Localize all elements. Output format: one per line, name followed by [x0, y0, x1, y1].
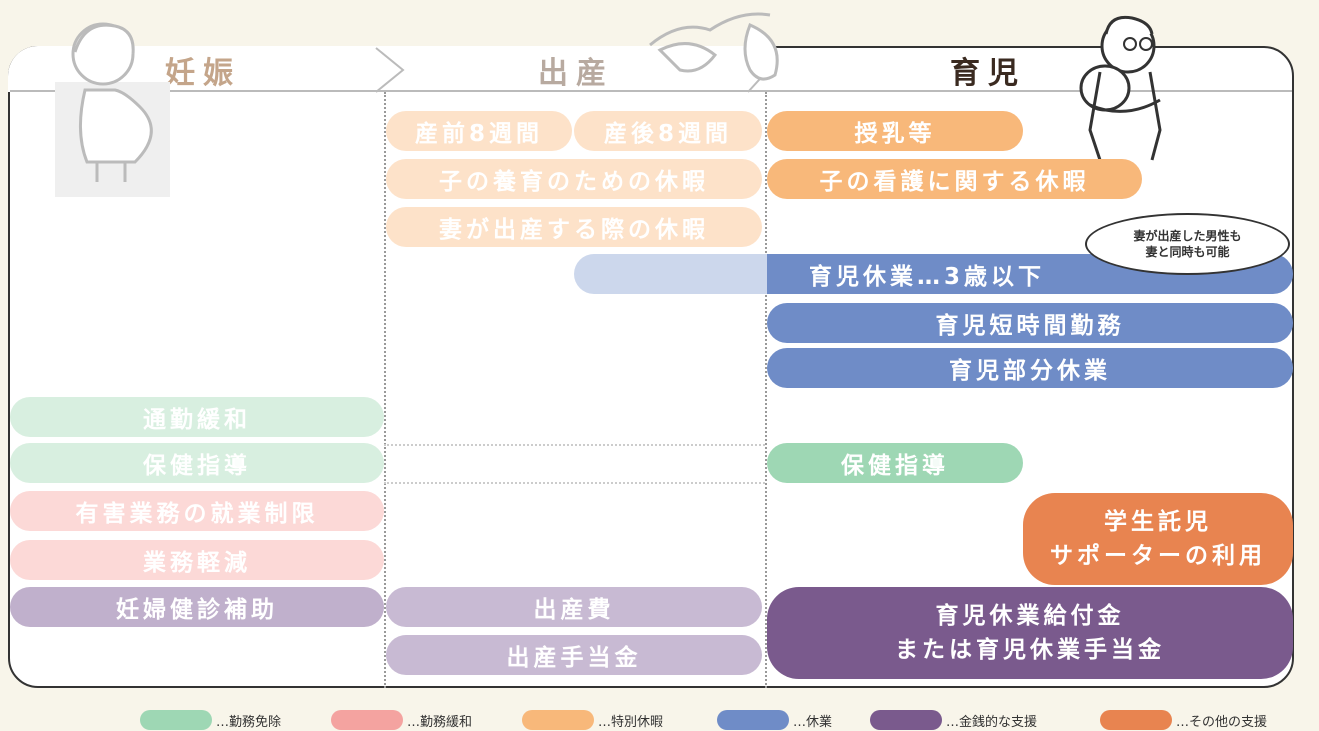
phase-birth: 出産: [538, 56, 614, 91]
row-divider-bottom: [384, 482, 765, 484]
pregnant-woman-icon: [55, 22, 170, 197]
phase-childcare: 育児: [950, 56, 1026, 91]
legend-swatch: [331, 710, 403, 730]
bar-partial-leave: 育児部分休業: [767, 348, 1293, 388]
legend-swatch: [140, 710, 212, 730]
legend-swatch: [717, 710, 789, 730]
father-with-baby-icon: [1079, 15, 1162, 161]
bar-checkup-subsidy: 妊婦健診補助: [10, 587, 384, 627]
phase-pregnancy: 妊娠: [165, 56, 241, 91]
bar-short-hours: 育児短時間勤務: [767, 303, 1293, 343]
bar-nursing: 授乳等: [767, 111, 1023, 151]
legend-swatch: [1100, 710, 1172, 730]
bar-leave-benefit: 育児休業給付金 または育児休業手当金: [767, 587, 1293, 679]
bar-hazard-restriction: 有害業務の就業制限: [10, 491, 384, 531]
leave-benefit-line-1: 育児休業給付金: [935, 603, 1125, 629]
bar-childcare-leave-faded: [574, 254, 770, 294]
bar-student-sitter: 学生託児 サポーターの利用: [1023, 493, 1293, 585]
bar-work-reduction: 業務軽減: [10, 540, 384, 580]
legend-relaxation: …勤務緩和: [331, 710, 472, 730]
stork-icon: [649, 12, 779, 81]
row-divider-top: [384, 444, 765, 446]
legend-label: …その他の支援: [1176, 714, 1268, 730]
leave-benefit-line-2: または育児休業手当金: [895, 637, 1165, 663]
legend-exemption: …勤務免除: [140, 710, 281, 730]
bar-postnatal: 産後8週間: [574, 111, 762, 151]
legend-leave: …休業: [717, 710, 832, 730]
legend-label: …勤務免除: [216, 714, 282, 730]
legend-special-leave: …特別休暇: [522, 710, 663, 730]
legend-label: …休業: [793, 714, 833, 730]
note-bubble: 妻が出産した男性も 妻と同時も可能: [1085, 213, 1290, 275]
note-line-2: 妻と同時も可能: [1145, 245, 1230, 259]
bar-child-nursing-leave: 子の看護に関する休暇: [767, 159, 1142, 199]
note-line-1: 妻が出産した男性も: [1133, 229, 1242, 243]
student-sitter-line-1: 学生託児: [1104, 509, 1212, 535]
legend-swatch: [870, 710, 942, 730]
bar-spouse-birth-leave: 妻が出産する際の休暇: [386, 207, 762, 247]
bar-child-rearing-leave: 子の養育のための休暇: [386, 159, 762, 199]
bar-health-guidance-childcare: 保健指導: [767, 443, 1023, 483]
legend-swatch: [522, 710, 594, 730]
legend-financial: …金銭的な支援: [870, 710, 1037, 730]
divider-childcare: [765, 92, 767, 688]
legend-label: …勤務緩和: [407, 714, 473, 730]
student-sitter-line-2: サポーターの利用: [1050, 543, 1266, 569]
legend-other: …その他の支援: [1100, 710, 1267, 730]
legend-label: …金銭的な支援: [946, 714, 1038, 730]
bar-birth-allowance: 出産手当金: [386, 635, 762, 675]
bar-prenatal: 産前8週間: [386, 111, 572, 151]
divider-birth: [384, 92, 386, 688]
bar-health-guidance-pregnancy: 保健指導: [10, 443, 384, 483]
header-divider: [10, 90, 1292, 92]
bar-birth-cost: 出産費: [386, 587, 762, 627]
legend-label: …特別休暇: [598, 714, 664, 730]
bar-commute: 通勤緩和: [10, 397, 384, 437]
